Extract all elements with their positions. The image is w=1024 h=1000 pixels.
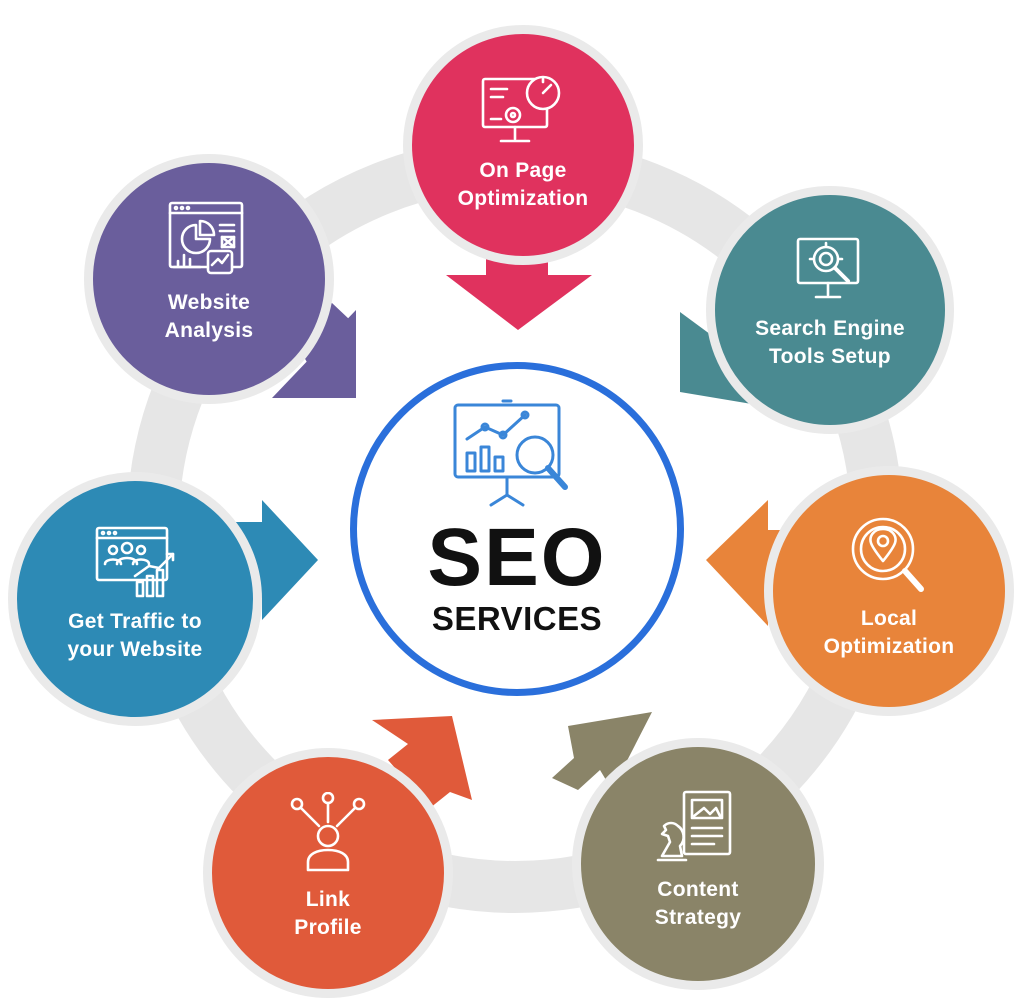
on-page-optimization-label: On Page Optimization — [457, 159, 589, 210]
node-get-traffic: Get Traffic to your Website — [8, 472, 262, 726]
link-profile-label: Link Profile — [294, 888, 362, 939]
center-hub: SEO SERVICES — [350, 362, 684, 696]
center-title: SEO — [427, 512, 607, 603]
node-content-strategy: Content Strategy — [572, 738, 824, 990]
browser-analytics-icon — [168, 201, 244, 275]
node-search-engine-tools-setup: Search Engine Tools Setup — [706, 186, 954, 434]
website-analysis-label: Website Analysis — [164, 291, 254, 342]
arrow-link-profile — [372, 716, 472, 808]
arrow-content-strategy — [552, 712, 652, 790]
search-engine-tools-setup-label: Search Engine Tools Setup — [755, 317, 905, 368]
arrow-on-page — [446, 248, 592, 330]
node-website-analysis: Website Analysis — [84, 154, 334, 404]
node-link-profile: Link Profile — [203, 748, 453, 998]
node-local-optimization: Local Optimization — [764, 466, 1014, 716]
chess-knight-document-icon — [656, 790, 732, 862]
presentation-chart-magnifier-icon — [453, 399, 568, 507]
node-on-page-optimization: On Page Optimization — [403, 25, 643, 265]
local-optimization-label: Local Optimization — [823, 607, 955, 658]
get-traffic-label: Get Traffic to your Website — [67, 610, 203, 661]
browser-audience-chart-icon — [95, 526, 175, 598]
monitor-gauge-gear-icon — [481, 75, 561, 143]
monitor-gear-search-icon — [796, 237, 860, 299]
location-pin-search-icon — [851, 517, 924, 592]
center-subtitle: SERVICES — [431, 600, 603, 637]
user-network-icon — [290, 792, 366, 872]
content-strategy-label: Content Strategy — [654, 878, 742, 929]
